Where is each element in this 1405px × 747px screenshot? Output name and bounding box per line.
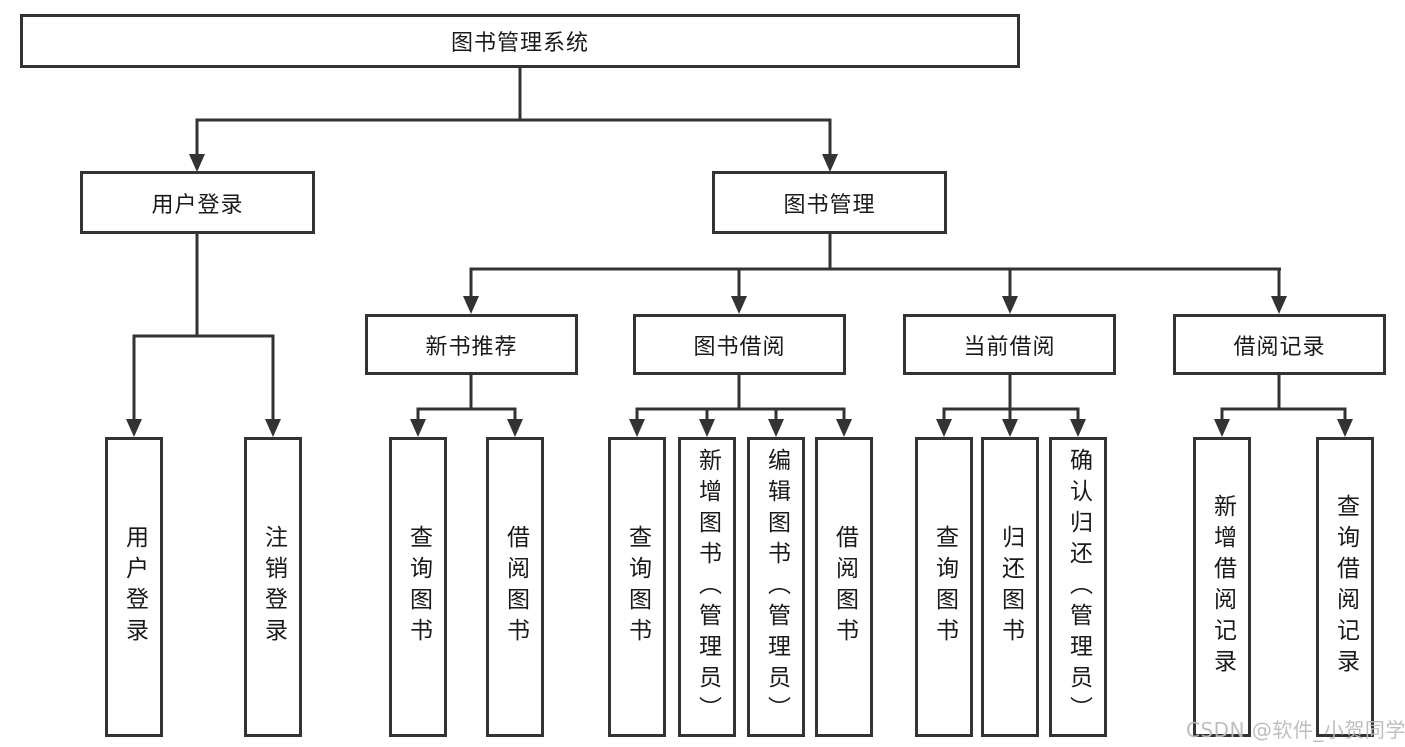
node-borrowing-records-label: 借阅记录 [1233,334,1326,360]
leaf-edit-books-admin: 编辑图书（管理员） [747,437,805,737]
node-root-system-label: 图书管理系统 [450,31,589,56]
leaf-confirm-return-admin: 确认归还（管理员） [1049,437,1107,737]
leaf-query-borrow-record-label: 查询借阅记录 [1332,494,1359,680]
node-book-management-label: 图书管理 [783,192,876,218]
leaf-logout-label: 注销登录 [260,525,287,649]
node-new-book-recommendation-label: 新书推荐 [425,334,518,360]
leaf-return-books: 归还图书 [981,437,1039,737]
leaf-return-books-label: 归还图书 [997,525,1024,649]
leaf-confirm-return-admin-label: 确认归还（管理员） [1065,447,1092,727]
csdn-watermark: CSDN @软件_小贺同学 [1186,718,1405,742]
leaf-recommend-borrow-books: 借阅图书 [486,437,544,737]
node-book-borrowing-label: 图书借阅 [693,334,786,360]
leaf-user-login-label: 用户登录 [121,525,148,649]
leaf-recommend-query-books-label: 查询图书 [405,525,432,649]
leaf-user-login: 用户登录 [105,437,163,737]
leaf-query-borrow-record: 查询借阅记录 [1316,437,1374,737]
node-current-borrowing-label: 当前借阅 [963,334,1056,360]
node-user-login-label: 用户登录 [151,192,244,218]
leaf-borrowing-query-books-label: 查询图书 [624,525,651,649]
leaf-recommend-query-books: 查询图书 [389,437,447,737]
leaf-borrowing-query-books: 查询图书 [608,437,666,737]
leaf-borrowing-borrow-books: 借阅图书 [815,437,873,737]
node-root-system: 图书管理系统 [20,14,1020,68]
node-new-book-recommendation: 新书推荐 [365,314,578,375]
node-current-borrowing: 当前借阅 [903,314,1116,375]
leaf-logout: 注销登录 [244,437,302,737]
leaf-add-borrow-record: 新增借阅记录 [1193,437,1251,737]
leaf-add-borrow-record-label: 新增借阅记录 [1209,494,1236,680]
node-book-management: 图书管理 [712,171,947,234]
leaf-add-books-admin-label: 新增图书（管理员） [694,447,721,727]
leaf-borrowing-borrow-books-label: 借阅图书 [831,525,858,649]
node-book-borrowing: 图书借阅 [633,314,846,375]
leaf-recommend-borrow-books-label: 借阅图书 [502,525,529,649]
leaf-current-query-books-label: 查询图书 [931,525,958,649]
leaf-current-query-books: 查询图书 [915,437,973,737]
leaf-edit-books-admin-label: 编辑图书（管理员） [763,447,790,727]
node-borrowing-records: 借阅记录 [1173,314,1386,375]
node-user-login: 用户登录 [80,171,315,234]
leaf-add-books-admin: 新增图书（管理员） [678,437,736,737]
